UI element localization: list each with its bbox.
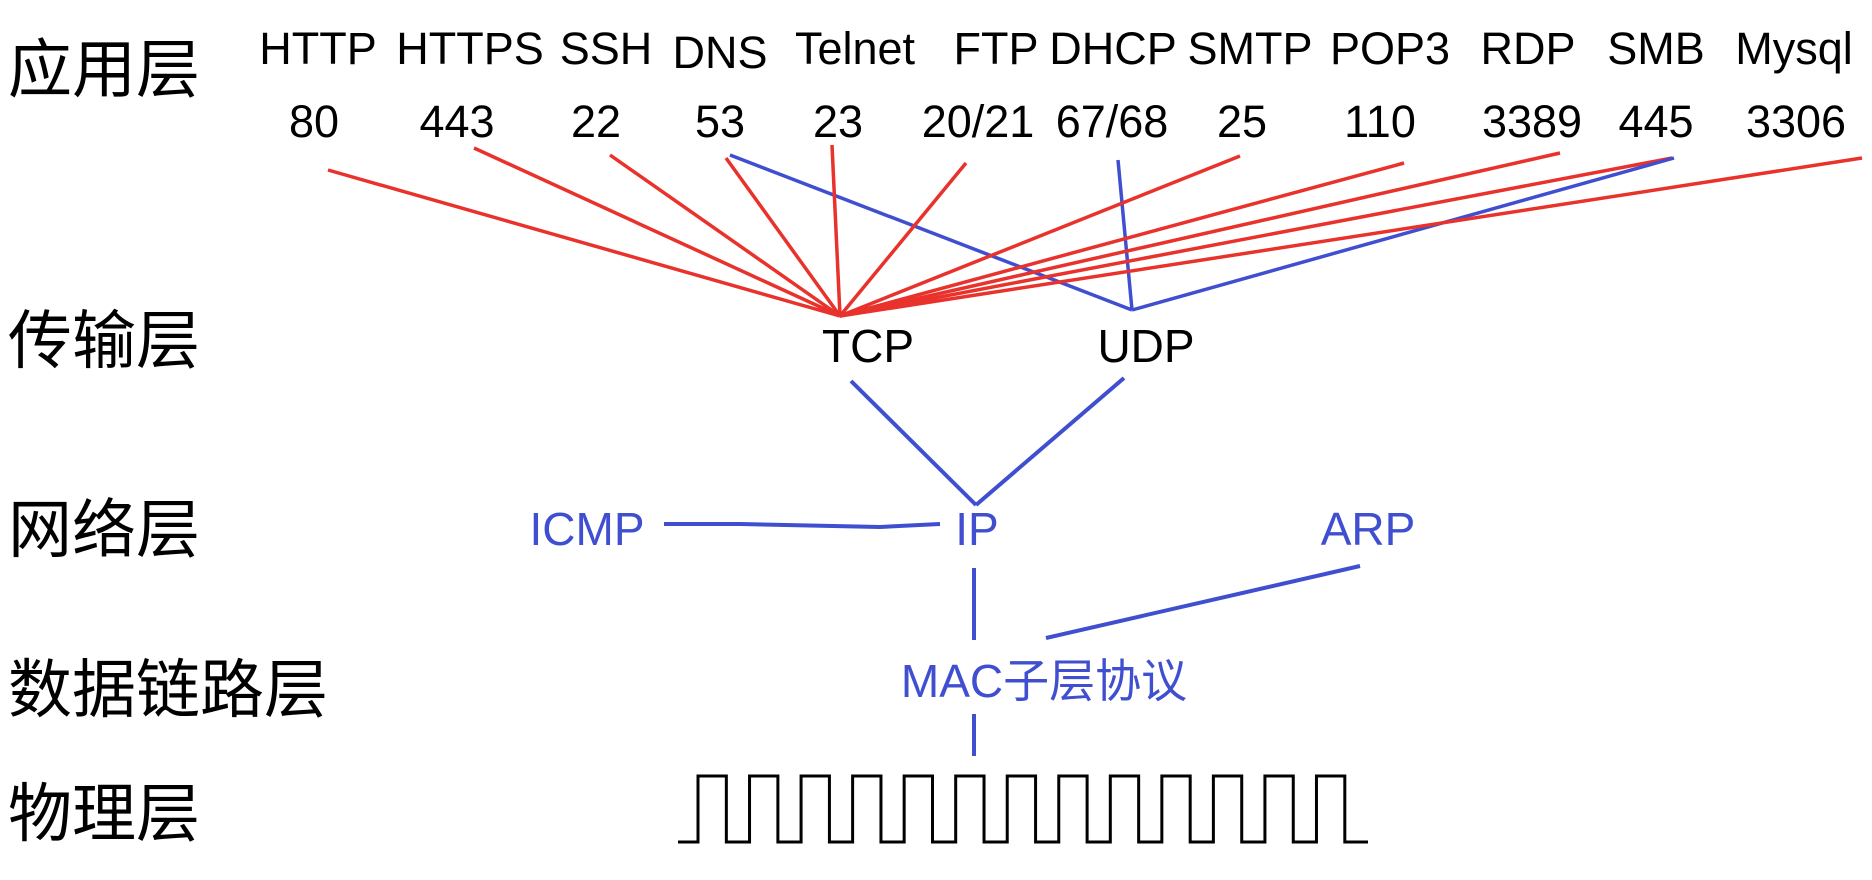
protocol-name: DHCP bbox=[1049, 23, 1177, 74]
tcp-link-ftp bbox=[838, 161, 968, 318]
protocol-name: DNS bbox=[672, 27, 767, 78]
arp-mac-link bbox=[1045, 564, 1361, 640]
tcp-ip-link bbox=[849, 379, 978, 507]
application-transport-links bbox=[327, 144, 1863, 318]
tcp-link-https bbox=[473, 146, 841, 318]
protocol-name: Mysql bbox=[1735, 23, 1853, 74]
port-number: 80 bbox=[289, 96, 339, 147]
udp-link-dns bbox=[729, 153, 1133, 312]
protocol-name: RDP bbox=[1480, 23, 1575, 74]
port-numbers: 80 443 22 53 23 20/21 67/68 25 110 3389 … bbox=[289, 96, 1846, 147]
layer-label-network: 网络层 bbox=[8, 494, 200, 568]
icmp-ip-link bbox=[664, 522, 941, 530]
port-number: 20/21 bbox=[922, 96, 1035, 147]
layer-label-physical: 物理层 bbox=[8, 778, 200, 852]
tcp-link-telnet bbox=[830, 144, 842, 317]
port-number: 3389 bbox=[1482, 96, 1582, 147]
protocol-name: Telnet bbox=[795, 23, 916, 74]
tcp-link-smtp bbox=[839, 154, 1241, 318]
port-number: 445 bbox=[1618, 96, 1693, 147]
port-number: 67/68 bbox=[1056, 96, 1169, 147]
layer-label-application: 应用层 bbox=[8, 34, 200, 108]
port-number: 53 bbox=[695, 96, 745, 147]
icmp-node: ICMP bbox=[530, 503, 645, 555]
udp-link-smb bbox=[1131, 156, 1675, 312]
tcp-link-rdp bbox=[839, 151, 1561, 318]
port-number: 25 bbox=[1217, 96, 1267, 147]
tcp-node: TCP bbox=[822, 320, 914, 372]
udp-ip-link bbox=[974, 376, 1126, 507]
protocol-name: FTP bbox=[954, 23, 1039, 74]
layer-label-transport: 传输层 bbox=[8, 305, 200, 379]
tcp-link-http bbox=[327, 168, 841, 318]
port-number: 23 bbox=[813, 96, 863, 147]
protocol-names: HTTP HTTPS SSH DNS Telnet FTP DHCP SMTP … bbox=[259, 23, 1853, 78]
tcp-link-dns bbox=[724, 156, 842, 318]
protocol-name: HTTPS bbox=[396, 23, 544, 74]
tcp-link-mysql bbox=[839, 156, 1863, 318]
protocol-name: POP3 bbox=[1330, 23, 1450, 74]
ip-node: IP bbox=[955, 503, 998, 555]
tcp-link-ssh bbox=[608, 153, 842, 318]
port-number: 22 bbox=[571, 96, 621, 147]
protocol-name: SMB bbox=[1607, 23, 1705, 74]
protocol-name: HTTP bbox=[259, 23, 377, 74]
port-number: 443 bbox=[419, 96, 494, 147]
protocol-name: SSH bbox=[560, 23, 653, 74]
layer-label-datalink: 数据链路层 bbox=[8, 654, 328, 728]
protocol-name: SMTP bbox=[1187, 23, 1312, 74]
mac-sublayer-node: MAC子层协议 bbox=[901, 655, 1187, 707]
port-number: 3306 bbox=[1746, 96, 1846, 147]
physical-square-wave bbox=[678, 774, 1368, 844]
udp-link-dhcp bbox=[1116, 159, 1134, 311]
tcp-link-smb bbox=[839, 156, 1673, 318]
port-number: 110 bbox=[1344, 96, 1416, 147]
tcp-link-pop3 bbox=[839, 161, 1405, 318]
arp-node: ARP bbox=[1321, 503, 1416, 555]
udp-node: UDP bbox=[1097, 320, 1194, 372]
